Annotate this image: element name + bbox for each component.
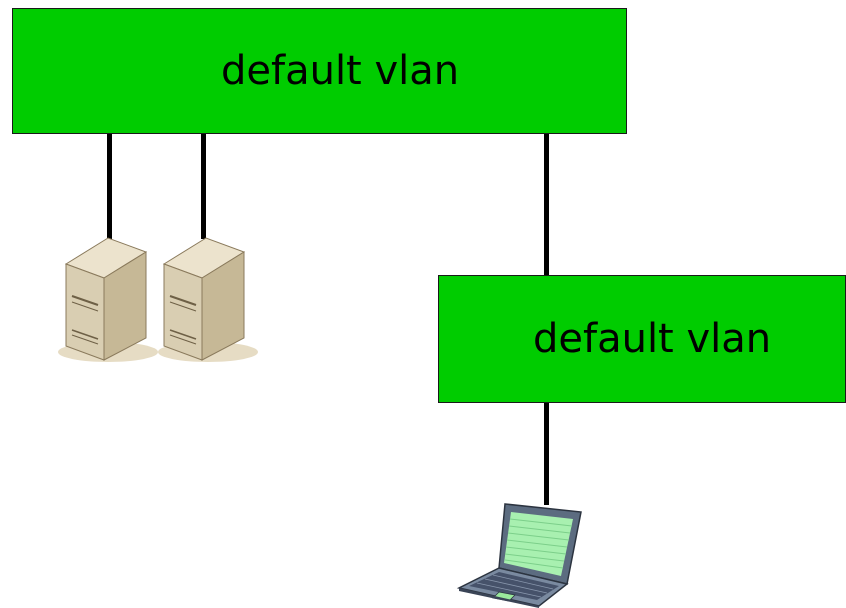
vlan-box-top: default vlan xyxy=(12,8,627,134)
server-icon xyxy=(158,237,258,362)
link-switch-to-switch xyxy=(544,134,549,275)
link-server-1 xyxy=(107,134,112,239)
vlan-label-top: default vlan xyxy=(221,48,460,94)
laptop-icon xyxy=(456,503,582,608)
link-server-2 xyxy=(201,134,206,239)
link-laptop xyxy=(544,403,549,505)
server-icon xyxy=(58,237,158,362)
vlan-box-second: default vlan xyxy=(438,275,846,403)
vlan-label-second: default vlan xyxy=(533,316,772,362)
